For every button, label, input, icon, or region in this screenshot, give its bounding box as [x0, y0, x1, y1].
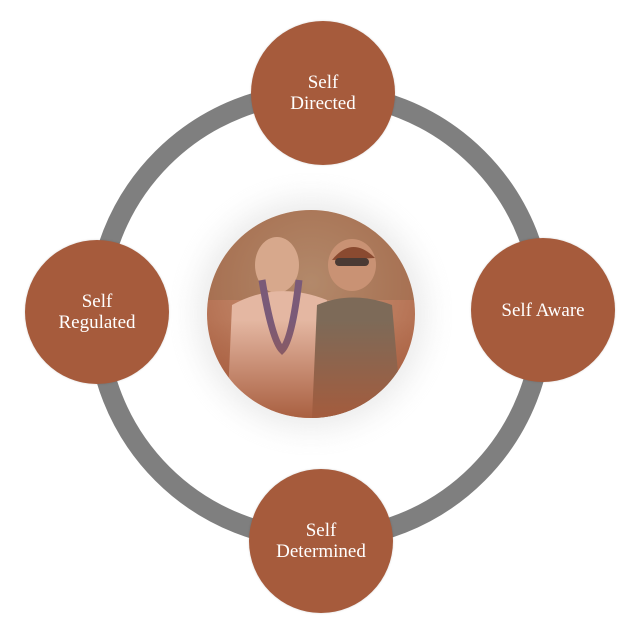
node-label-line: Directed [290, 93, 356, 114]
person-right-hair [332, 246, 375, 260]
photo-fade [207, 320, 415, 418]
node-label-line: Determined [276, 541, 366, 562]
center-photo [207, 210, 415, 418]
person-left-head [255, 237, 299, 293]
node-label-line: Regulated [58, 312, 136, 333]
node-self-aware: Self Aware [471, 238, 615, 382]
photo-background-foliage [207, 210, 415, 300]
node-label-line: Self [307, 72, 339, 93]
node-label-line: Self [81, 291, 113, 312]
photo-people-illustration [207, 210, 415, 418]
sunglasses [335, 258, 369, 266]
node-label-line: Self Aware [501, 299, 585, 321]
node-label-line: Self [305, 520, 337, 541]
